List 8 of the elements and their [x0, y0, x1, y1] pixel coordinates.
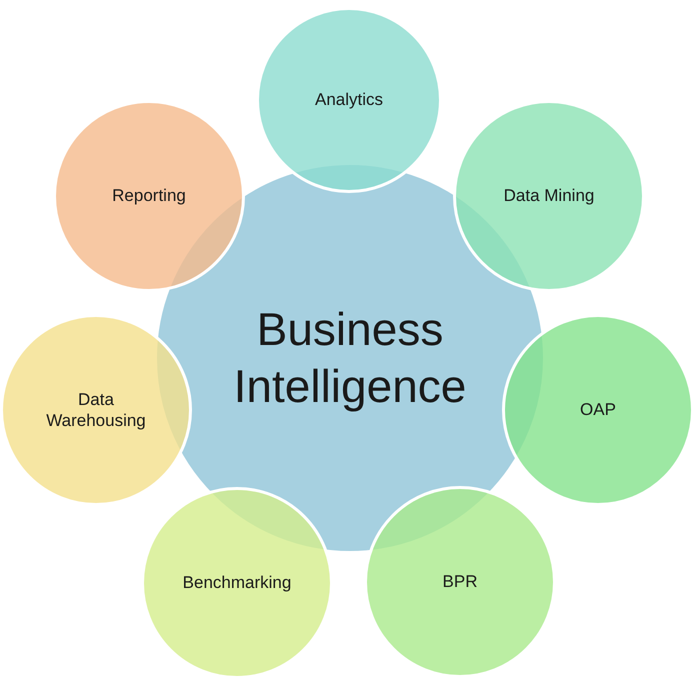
- node-label: Analytics: [314, 89, 384, 111]
- node-label: Reporting: [111, 185, 187, 207]
- node-label: Data Mining: [502, 185, 596, 207]
- node-label: Benchmarking: [182, 572, 292, 594]
- node-label: Data Warehousing: [45, 388, 147, 432]
- node-label: OAP: [579, 399, 617, 421]
- node-label: Business Intelligence: [232, 302, 468, 414]
- node-label: BPR: [442, 571, 478, 593]
